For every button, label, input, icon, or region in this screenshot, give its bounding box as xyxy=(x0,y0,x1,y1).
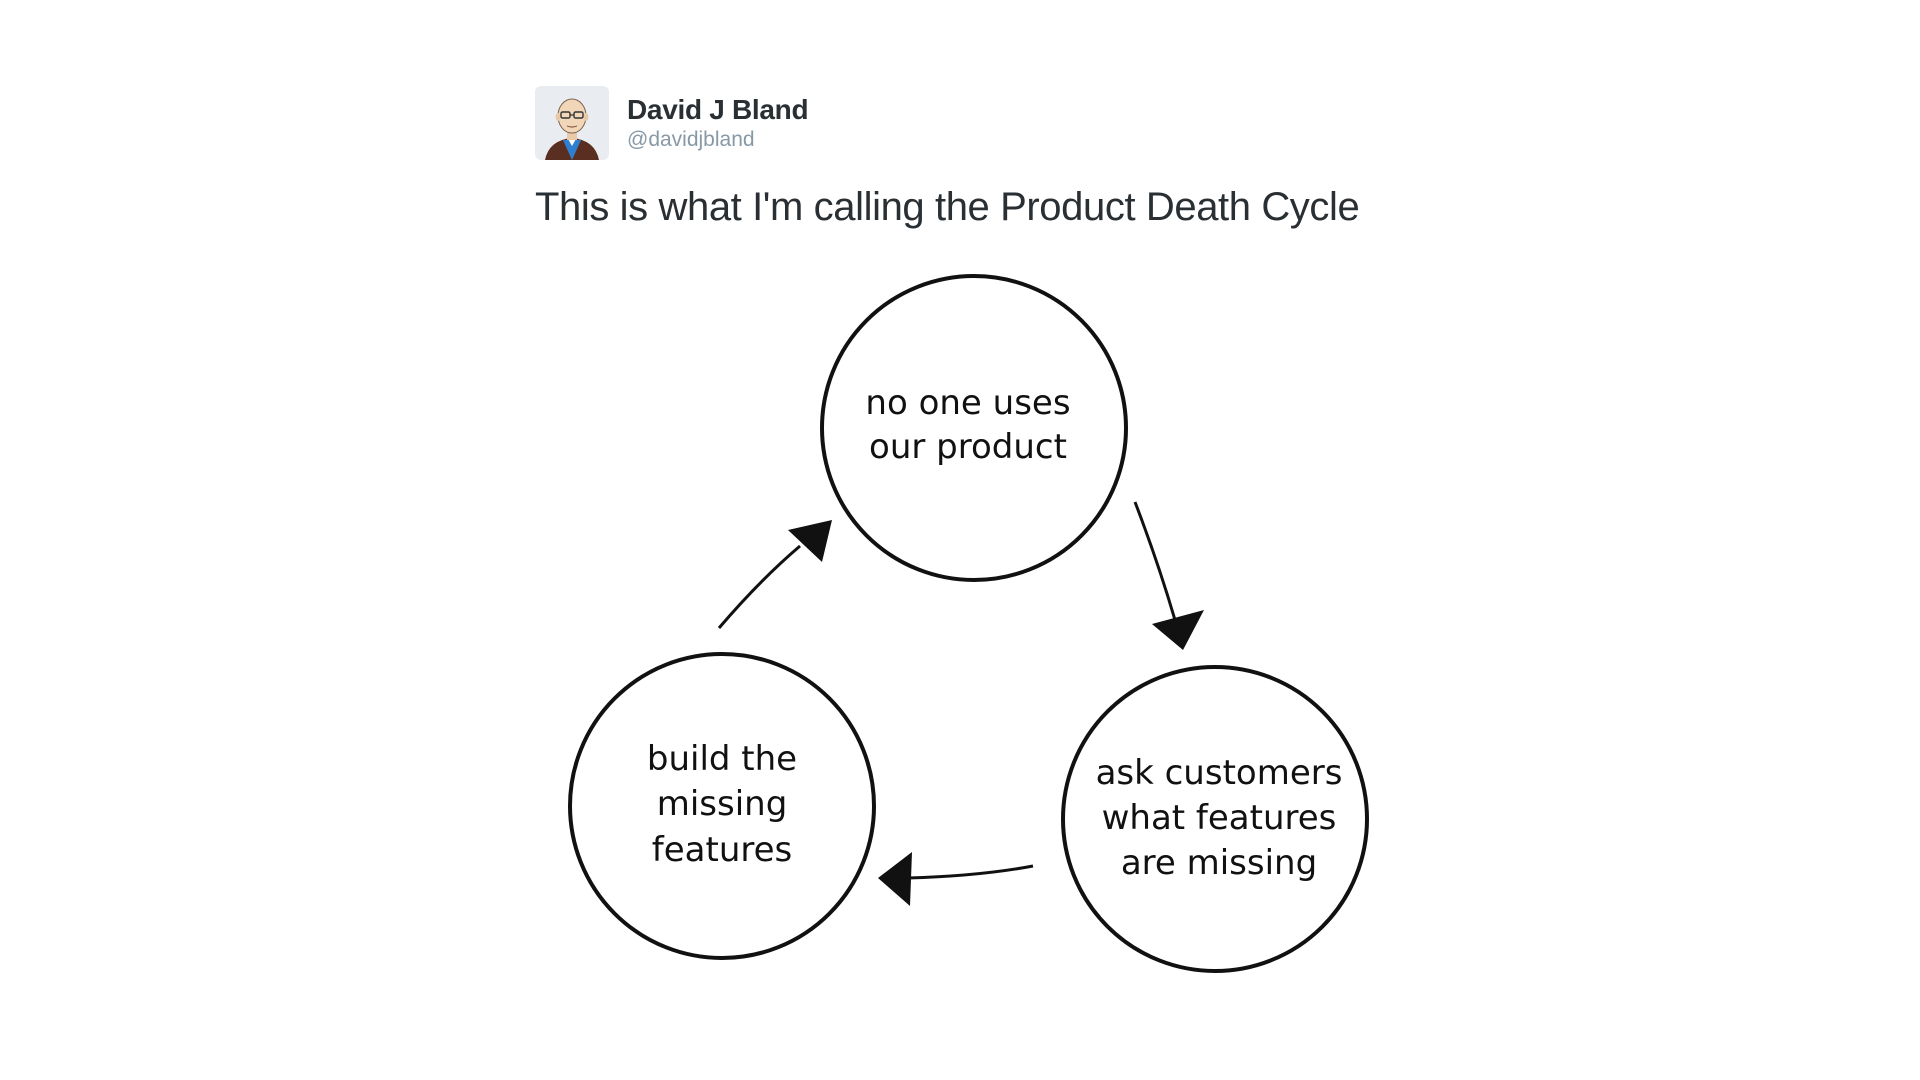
avatar[interactable] xyxy=(535,86,609,160)
node-circle-top xyxy=(820,274,1128,582)
handle[interactable]: @davidjbland xyxy=(627,128,755,151)
node-no-one-uses: no one uses our product xyxy=(820,274,1128,582)
arrow-right-to-left xyxy=(878,852,1034,906)
node-circle-left xyxy=(568,652,876,960)
arrow-left-to-top-head-icon xyxy=(788,520,832,562)
arrow-top-to-right-head-icon xyxy=(1152,610,1204,650)
avatar-illustration-icon xyxy=(535,86,609,160)
node-build-features: build the missing features xyxy=(568,652,876,960)
node-top-line-1: no one uses xyxy=(865,383,1070,423)
tweet: David J Bland @davidjbland This is what … xyxy=(535,85,1435,231)
node-top-line-2: our product xyxy=(869,427,1067,467)
tweet-header: David J Bland @davidjbland xyxy=(535,85,1435,161)
node-left-line-1: build the xyxy=(647,739,797,779)
author-names: David J Bland @davidjbland xyxy=(627,93,809,153)
node-right-line-1: ask customers xyxy=(1096,753,1343,793)
node-right-line-3: are missing xyxy=(1121,843,1317,883)
arrow-top-to-right-shaft xyxy=(1133,501,1177,621)
node-right-line-2: what features xyxy=(1102,798,1337,838)
arrow-right-to-left-shaft xyxy=(907,864,1034,880)
node-left-line-2: missing xyxy=(657,784,788,824)
node-left-line-3: features xyxy=(652,830,792,870)
node-ask-customers: ask customers what features are missing xyxy=(1061,665,1369,973)
arrow-left-to-top xyxy=(717,520,832,629)
arrow-left-to-top-shaft xyxy=(717,544,801,629)
tweet-text: This is what I'm calling the Product Dea… xyxy=(535,185,1360,229)
arrow-right-to-left-head-icon xyxy=(878,852,912,906)
arrow-top-to-right xyxy=(1133,501,1204,650)
display-name[interactable]: David J Bland xyxy=(627,94,809,125)
node-circle-right xyxy=(1061,665,1369,973)
